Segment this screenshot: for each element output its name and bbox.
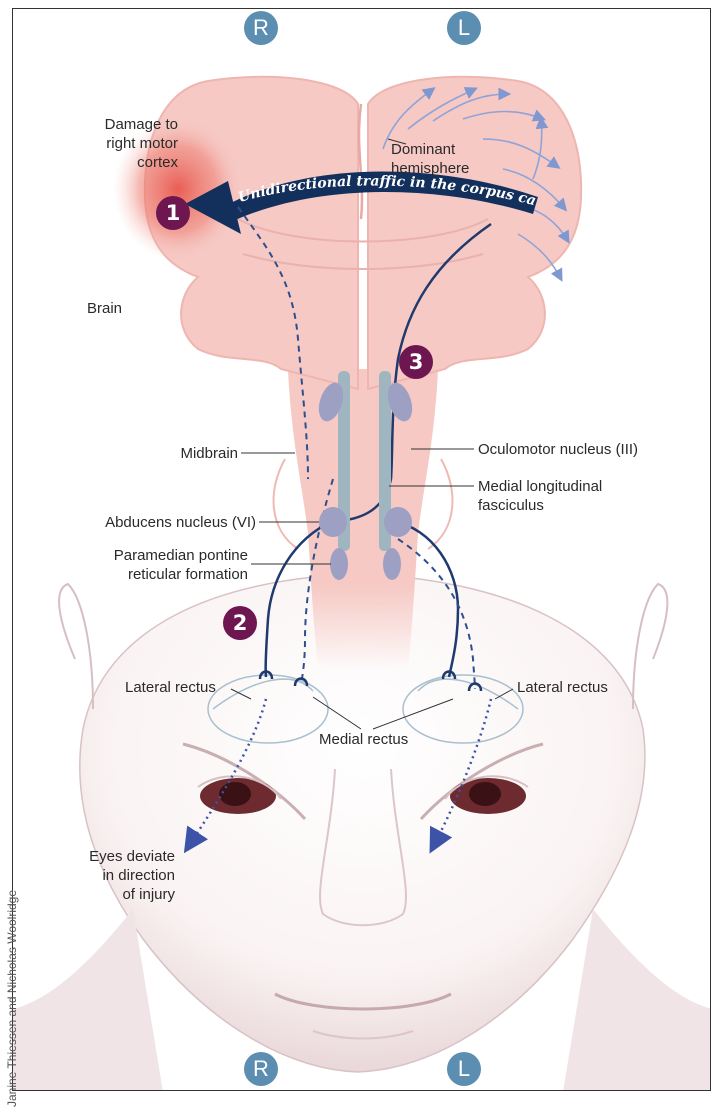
pprf-right	[330, 548, 348, 580]
marker-1: 1	[156, 196, 190, 230]
figure-frame: Unidirectional traffic in the corpus cal…	[12, 8, 711, 1091]
left-side-marker-top: L	[447, 11, 481, 45]
damage-label: Damage to right motor cortex	[73, 115, 178, 172]
medial-rectus-label: Medial rectus	[319, 730, 408, 749]
abducens-label: Abducens nucleus (VI)	[43, 513, 256, 532]
mlf-label: Medial longitudinal fasciculus	[478, 477, 708, 515]
marker-2: 2	[223, 606, 257, 640]
pprf-left	[383, 548, 401, 580]
right-side-marker-top: R	[244, 11, 278, 45]
lateral-rectus-right-label: Lateral rectus	[125, 678, 216, 697]
oculomotor-label: Oculomotor nucleus (III)	[478, 440, 708, 459]
eyes-deviate-label: Eyes deviate in direction of injury	[33, 847, 175, 904]
right-side-marker-bottom: R	[244, 1052, 278, 1086]
marker-3: 3	[399, 345, 433, 379]
abducens-nucleus-left	[384, 507, 412, 537]
brain-label: Brain	[87, 299, 122, 318]
midbrain-label: Midbrain	[93, 444, 238, 463]
pprf-label: Paramedian pontine reticular formation	[53, 546, 248, 584]
illustration-credit: Janine Thiessen and Nicholas Woolridge	[5, 927, 19, 1107]
abducens-nucleus-right	[319, 507, 347, 537]
lateral-rectus-left-label: Lateral rectus	[517, 678, 608, 697]
dominant-hemisphere-label: Dominant hemisphere	[391, 140, 541, 178]
left-side-marker-bottom: L	[447, 1052, 481, 1086]
